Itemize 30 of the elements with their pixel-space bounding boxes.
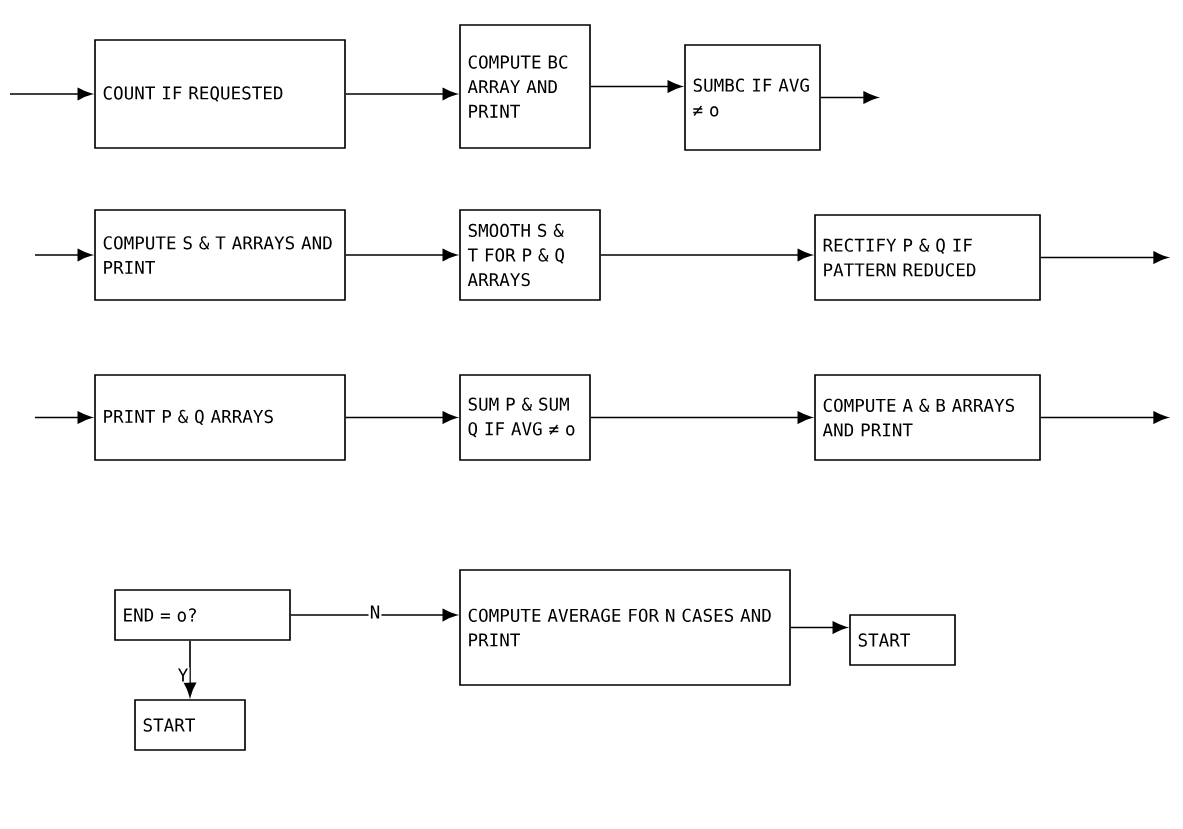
- arrow: [345, 249, 457, 261]
- arrow: [1040, 251, 1168, 264]
- arrow: [820, 91, 878, 104]
- process-box: COMPUTE AVERAGE FOR N CASES AND PRINT: [459, 569, 791, 686]
- arrow: [184, 640, 196, 697]
- process-box: START: [134, 699, 246, 751]
- process-box: SMOOTH S & T FOR P & Q ARRAYS: [459, 209, 601, 301]
- arrow: [590, 411, 812, 424]
- edge-label: N: [368, 604, 382, 620]
- process-box: END = o?: [114, 589, 291, 641]
- edge-label: Y: [176, 667, 190, 683]
- arrow: [34, 411, 92, 424]
- process-box: START: [849, 614, 956, 666]
- arrow: [1040, 411, 1168, 424]
- process-box: COMPUTE S & T ARRAYS AND PRINT: [94, 209, 346, 301]
- arrow: [790, 621, 847, 634]
- arrow: [34, 249, 92, 261]
- process-box: RECTIFY P & Q IF PATTERN REDUCED: [814, 214, 1041, 301]
- arrow: [345, 411, 457, 424]
- arrow: [590, 80, 682, 93]
- process-box: COUNT IF REQUESTED: [94, 39, 346, 149]
- arrow: [9, 88, 92, 100]
- arrow: [345, 88, 457, 100]
- process-box: COMPUTE A & B ARRAYS AND PRINT: [814, 374, 1041, 461]
- arrow: [600, 249, 812, 261]
- arrow: [290, 609, 457, 622]
- process-box: PRINT P & Q ARRAYS: [94, 374, 346, 461]
- process-box: COMPUTE BC ARRAY AND PRINT: [459, 24, 591, 149]
- process-box: SUM P & SUM Q IF AVG ≠ o: [459, 374, 591, 461]
- process-box: SUMBC IF AVG ≠ o: [684, 44, 821, 151]
